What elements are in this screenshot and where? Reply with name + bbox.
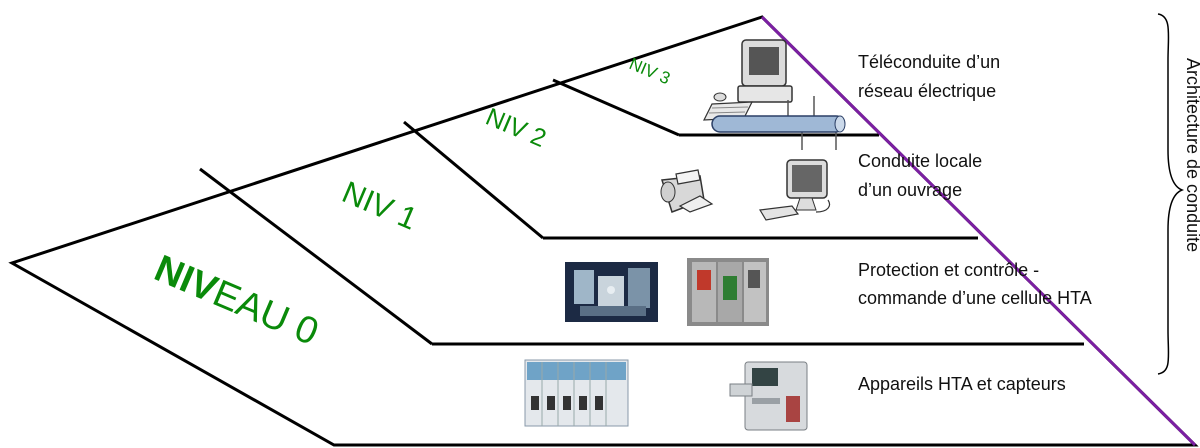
label-niveau-0: NIVEAU 0: [148, 248, 324, 354]
divider-niv2-niv3: [552, 78, 680, 137]
desc-level3: Téléconduite d’un réseau électrique: [858, 52, 1005, 101]
control-modules-photo: [565, 262, 658, 322]
desc-level1-line2: commande d’une cellule HTA: [858, 288, 1092, 308]
label-niveau-0-rest: EAU 0: [207, 272, 325, 354]
architecture-brace: [1157, 13, 1185, 375]
side-label-architecture: Architecture de conduite: [1183, 58, 1200, 252]
sensor-cabinet-photo: [729, 361, 808, 431]
desc-level3-line2: réseau électrique: [858, 81, 996, 101]
desc-level1-line1: Protection et contrôle -: [858, 260, 1039, 280]
printer-icon: [660, 169, 714, 213]
monitor-keyboard-icon: [759, 159, 831, 221]
desc-level0-line1: Appareils HTA et capteurs: [858, 374, 1066, 394]
pyramid-hypotenuse: [760, 15, 1197, 447]
desc-level2: Conduite locale d’un ouvrage: [858, 151, 987, 200]
hta-switchgear-photo: [524, 359, 629, 427]
divider-niv1-niv2: [403, 120, 544, 240]
desc-level2-line1: Conduite locale: [858, 151, 982, 171]
label-niv-3: NIV 3: [626, 54, 673, 88]
network-bus-icon: [711, 96, 846, 150]
divider-niv0-niv1: [199, 167, 433, 346]
desc-level0: Appareils HTA et capteurs: [858, 374, 1066, 394]
rack-equipment-photo: [687, 258, 769, 326]
label-niv-1: NIV 1: [337, 174, 422, 237]
label-niv-2: NIV 2: [482, 103, 551, 153]
desc-level1: Protection et contrôle - commande d’une …: [858, 260, 1092, 308]
desc-level3-line1: Téléconduite d’un: [858, 52, 1000, 72]
computer-workstation-icon: [703, 39, 793, 121]
desc-level2-line2: d’un ouvrage: [858, 180, 962, 200]
